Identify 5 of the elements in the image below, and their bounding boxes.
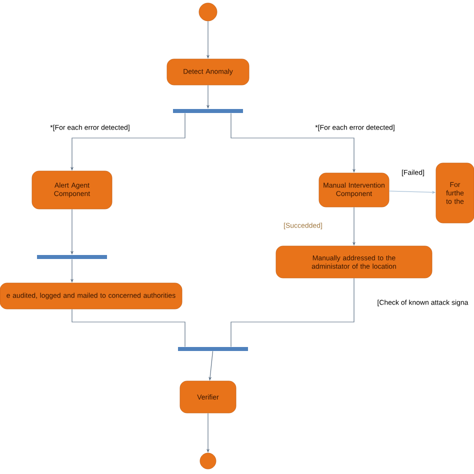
state-circle <box>198 2 218 22</box>
state-circle <box>200 452 216 470</box>
sync-bar <box>37 255 107 259</box>
sync-bar <box>178 347 248 351</box>
sync-bar <box>173 109 243 113</box>
